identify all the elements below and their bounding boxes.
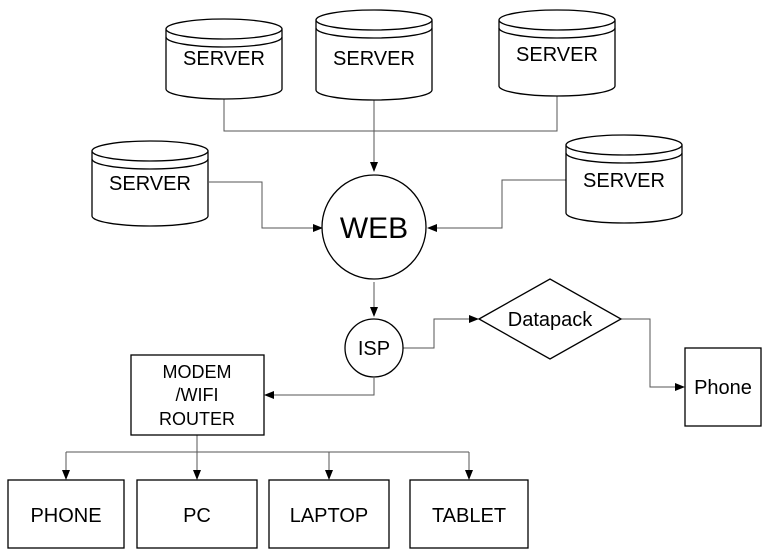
phone-right-box [684, 347, 762, 427]
connector-server5-web [427, 179, 566, 232]
isp-node: ISP [344, 318, 404, 378]
server-1: SERVER [165, 18, 283, 100]
server-cylinder-rim [565, 152, 683, 164]
isp-circle [344, 318, 404, 378]
server-cylinder-icon [315, 9, 433, 101]
modem-label-line-2: /WIFI [176, 385, 219, 405]
device-tablet: TABLET [409, 479, 529, 549]
server-cylinder-icon [565, 134, 683, 224]
server-label: SERVER [583, 170, 665, 192]
device-phone: PHONE [7, 479, 125, 549]
server-label: SERVER [516, 44, 598, 66]
modem-node: MODEM /WIFI ROUTER [130, 354, 265, 436]
modem-box [130, 354, 265, 436]
connector-server3-web [374, 96, 558, 132]
connector-server1-web [223, 98, 374, 132]
connectors [62, 96, 685, 480]
server-4: SERVER [91, 140, 209, 227]
server-cylinder-rim [165, 36, 283, 48]
device-tablet-box [409, 479, 529, 549]
device-pc: PC [136, 479, 258, 549]
web-label: WEB [340, 212, 408, 245]
datapack-node: Datapack [477, 278, 623, 360]
device-pc-box [136, 479, 258, 549]
server-cylinder-rim [498, 27, 616, 39]
modem-label-line-1: MODEM [163, 362, 232, 382]
web-circle [321, 174, 427, 280]
datapack-label: Datapack [508, 309, 593, 331]
device-pc-label: PC [183, 505, 211, 527]
server-label: SERVER [333, 48, 415, 70]
device-laptop-label: LAPTOP [290, 505, 369, 527]
device-phone-label: PHONE [30, 505, 101, 527]
isp-label: ISP [358, 338, 390, 360]
phone-right-label: Phone [694, 377, 752, 399]
connector-isp-modem [264, 378, 375, 399]
modem-label-line-3: ROUTER [159, 409, 235, 429]
server-5: SERVER [565, 134, 683, 224]
device-laptop: LAPTOP [268, 479, 390, 549]
server-label: SERVER [109, 173, 191, 195]
connector-datapack-phone [620, 318, 685, 391]
server-cylinder-rim [315, 27, 433, 39]
device-tablet-label: TABLET [432, 505, 506, 527]
server-cylinder-icon [91, 140, 209, 227]
phone-right-node: Phone [684, 347, 762, 427]
server-2: SERVER [315, 9, 433, 101]
server-cylinder-icon [165, 18, 283, 100]
connector-isp-datapack [402, 315, 479, 349]
server-3: SERVER [498, 9, 616, 97]
web-node: WEB [321, 174, 427, 280]
connector-server4-web [209, 181, 323, 232]
server-cylinder-icon [498, 9, 616, 97]
device-laptop-box [268, 479, 390, 549]
server-cylinder-rim [91, 158, 209, 170]
server-label: SERVER [183, 48, 265, 70]
device-phone-box [7, 479, 125, 549]
datapack-diamond [477, 278, 623, 360]
